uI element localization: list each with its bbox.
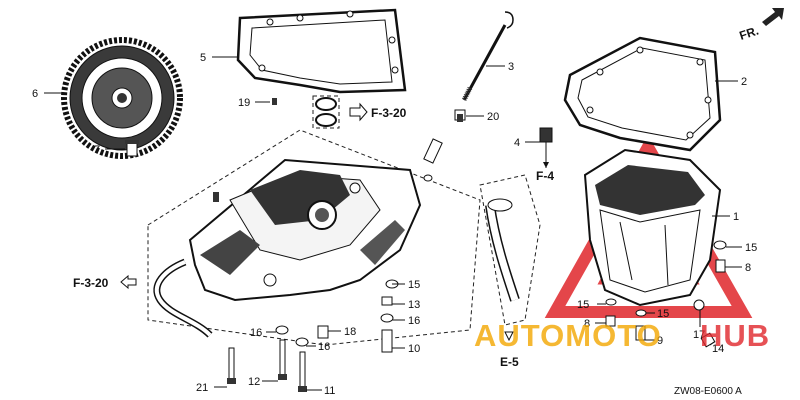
callout-15-pan-mid: 15 [657,308,669,320]
ref-e5: E-5 [500,355,519,369]
callout-15-center: 15 [408,279,420,291]
oil-pan-part-1 [583,148,722,307]
breather-hose [154,260,212,337]
bolts-bottom [227,279,399,392]
pin-part-19 [272,98,277,105]
oil-seals [312,95,340,129]
callout-12: 12 [248,376,260,388]
plug-part-4 [539,127,553,162]
callout-4: 4 [514,137,520,149]
callout-2: 2 [741,76,747,88]
oil-strainer-e5 [479,174,541,326]
callout-3: 3 [508,61,514,73]
assembly-boundary [147,129,481,346]
callout-6: 6 [32,88,38,100]
callout-10: 10 [408,343,420,355]
flywheel-part-6 [61,37,183,159]
callout-15-right: 15 [745,242,757,254]
front-label: FR. [738,24,761,43]
front-direction-arrow [762,8,784,26]
ref-arrow-e5 [504,331,514,342]
dowel-pin [213,192,219,202]
callout-16-right: 16 [408,315,420,327]
callout-13: 13 [408,299,420,311]
callout-15-pan-left: 15 [577,299,589,311]
callout-16-left: 16 [250,327,262,339]
ref-arrow-f4 [543,162,549,168]
guide-pin [423,138,443,164]
callout-8-pan: 8 [584,318,590,330]
watermark-text-automoto: AUTOMOTO [474,318,662,353]
callout-19: 19 [238,97,250,109]
ref-f4: F-4 [536,169,554,183]
callout-labels: 5 6 7 19 3 20 2 4 1 15 8 15 15 8 9 17 14… [32,52,757,397]
ref-arrow-f320-top [349,102,368,122]
callout-16-mid: 16 [318,341,330,353]
gasket-part-2 [563,36,722,152]
callout-1: 1 [733,211,739,223]
gasket-part-5 [236,8,407,94]
callout-20: 20 [487,111,499,123]
callout-7: 7 [94,144,100,156]
ref-arrow-f320-left [120,274,137,290]
diagram-code: ZW08-E0600 A [674,386,742,397]
callout-14: 14 [712,343,724,355]
callout-5: 5 [200,52,206,64]
ref-f320-top: F-3-20 [371,106,407,120]
dipstick-part-3 [461,11,514,102]
callout-21: 21 [196,382,208,394]
callout-17: 17 [693,329,705,341]
callout-18: 18 [344,326,356,338]
crankcase-cover [188,158,422,302]
washer-part-15 [713,240,727,250]
bolt-part-7 [125,140,139,157]
callout-8-right: 8 [745,262,751,274]
bolt-part-8 [715,259,726,273]
leader-lines [44,56,742,391]
o-ring [423,174,433,182]
tube-part-20 [454,109,466,122]
watermark-text-hub: HUB [700,318,770,353]
callout-9: 9 [657,335,663,347]
ref-f320-left: F-3-20 [73,276,109,290]
callout-11: 11 [324,385,335,397]
